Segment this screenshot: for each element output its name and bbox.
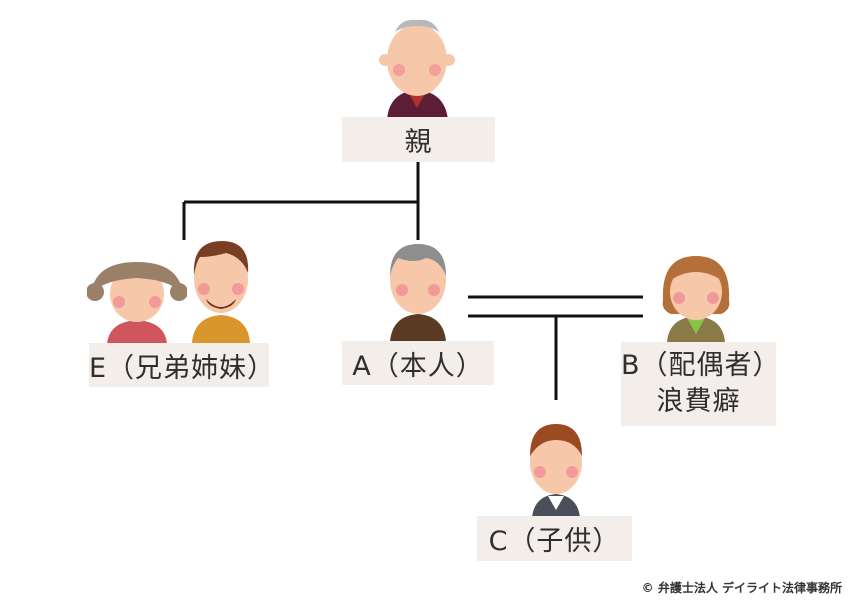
child-figure <box>530 424 582 518</box>
parent-label: 親 <box>342 117 495 162</box>
spouse-label: B（配偶者） 浪費癖 <box>621 342 781 426</box>
spouse-label-line2: 浪費癖 <box>656 386 741 417</box>
sibling-man-figure <box>192 241 250 343</box>
spouse-label-line1: B（配偶者） <box>621 350 781 381</box>
self-figure <box>390 244 446 342</box>
sibling-woman-figure <box>87 262 187 344</box>
copyright-text: © 弁護士法人 デイライト法律事務所 <box>641 581 842 595</box>
sibling-label: E（兄弟姉妹） <box>89 343 274 387</box>
parent-figure <box>379 19 455 120</box>
self-label: A（本人） <box>342 341 494 385</box>
spouse-figure <box>662 256 730 342</box>
child-label: C（子供） <box>477 516 632 561</box>
